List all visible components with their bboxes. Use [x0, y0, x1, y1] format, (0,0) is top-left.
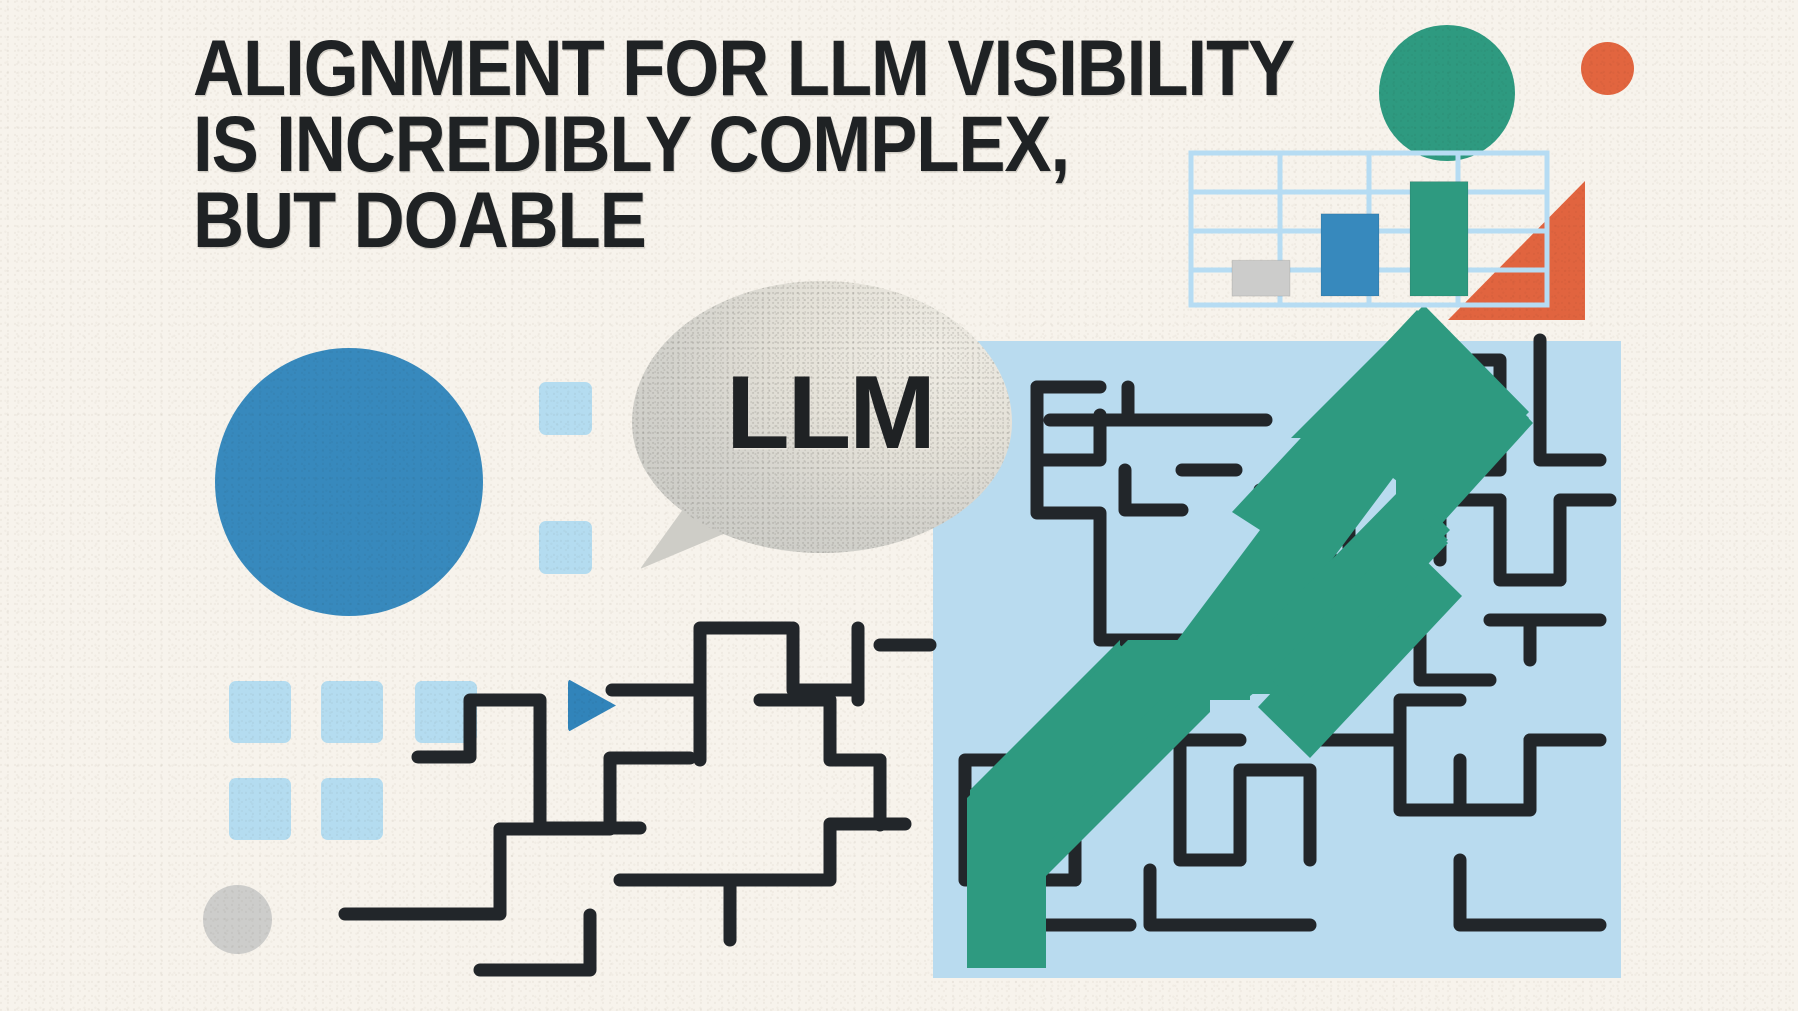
light-square-r2c2 [321, 778, 383, 840]
light-square-r1c2 [321, 681, 383, 743]
light-square-b [539, 521, 592, 574]
chart-bar-3 [1409, 181, 1469, 297]
chart-bar-1 [1231, 259, 1291, 297]
speech-bubble-body [632, 281, 1012, 553]
light-square-r1c3 [415, 681, 477, 743]
orange-dot [1581, 42, 1634, 95]
light-square-a [539, 382, 592, 435]
blue-triangle [568, 679, 616, 732]
light-square-r2c1 [229, 778, 291, 840]
llm-speech-bubble: LLM [632, 281, 1012, 569]
maze-panel [933, 341, 1621, 978]
blue-circle [215, 348, 483, 616]
headline-line-1: ALIGNMENT FOR LLM VISIBILITY [193, 23, 1295, 112]
mini-bar-chart [1188, 150, 1550, 308]
chart-bar-2 [1320, 213, 1380, 297]
speech-bubble-label: LLM [726, 354, 936, 471]
gray-circle [203, 885, 272, 954]
mini-bar-chart-svg [1188, 150, 1550, 308]
teal-circle [1379, 25, 1515, 161]
page-title: ALIGNMENT FOR LLM VISIBILITY IS INCREDIB… [193, 23, 1295, 264]
headline-line-2: IS INCREDIBLY COMPLEX, [193, 99, 1070, 188]
headline-line-3: BUT DOABLE [193, 175, 647, 264]
light-square-r1c1 [229, 681, 291, 743]
